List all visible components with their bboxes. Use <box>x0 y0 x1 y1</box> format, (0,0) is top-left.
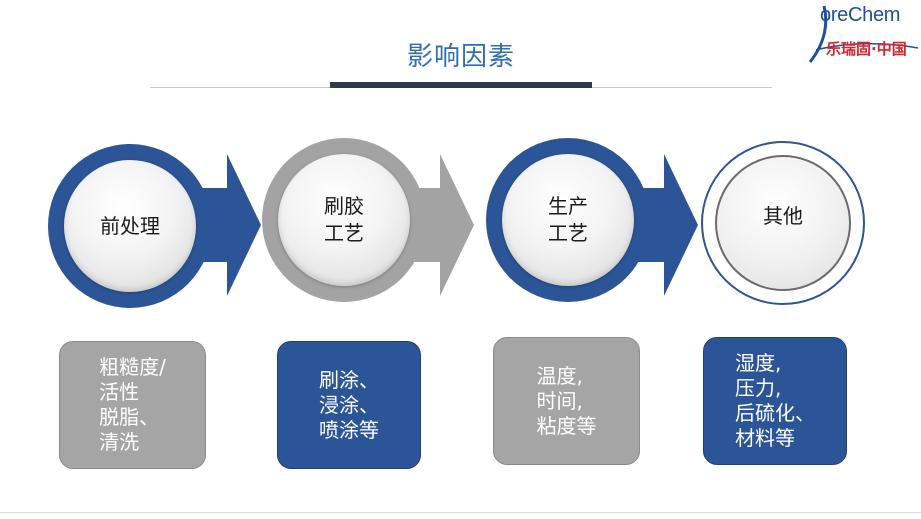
step-production-inner: 生产 工艺 <box>502 154 634 286</box>
step-other-label: 其他 <box>763 203 803 228</box>
step-brushing-process: 刷胶 工艺 <box>262 138 426 302</box>
step-production-label-line1: 生产 <box>548 194 588 218</box>
logo-chinese-name: 乐瑞固·中国 <box>826 40 907 58</box>
slide-title: 影响因素 <box>406 42 515 72</box>
step-brushing-inner: 刷胶 工艺 <box>278 154 410 286</box>
company-logo: oreChem 乐瑞固·中国 <box>806 2 921 68</box>
factor-box-brushing: 刷涂、 浸涂、 喷涂等 <box>277 341 421 469</box>
footer-divider <box>0 512 921 513</box>
factor-box-other-text: 湿度, 压力, 后硫化、 材料等 <box>735 351 815 450</box>
factor-box-other: 湿度, 压力, 后硫化、 材料等 <box>703 337 847 465</box>
step-brushing-label-line2: 工艺 <box>324 221 364 245</box>
factor-box-brushing-text: 刷涂、 浸涂、 喷涂等 <box>319 367 379 442</box>
factor-box-production: 温度, 时间, 粘度等 <box>493 337 640 465</box>
step-production-label-line2: 工艺 <box>548 221 588 245</box>
step-production-process: 生产 工艺 <box>486 138 650 302</box>
step-pretreatment: 前处理 <box>48 144 212 308</box>
factor-box-pretreatment-text: 粗糙度/ 活性 脱脂、 清洗 <box>99 355 166 454</box>
step-pretreatment-inner: 前处理 <box>64 160 196 292</box>
step-brushing-label-line1: 刷胶 <box>324 194 364 218</box>
step-other-inner: 其他 <box>715 155 851 291</box>
title-underline-bar <box>330 82 592 88</box>
step-other: 其他 <box>701 141 865 305</box>
step-pretreatment-label: 前处理 <box>100 213 160 238</box>
factor-box-pretreatment: 粗糙度/ 活性 脱脂、 清洗 <box>59 341 206 469</box>
logo-english-name: oreChem <box>820 4 901 26</box>
logo-swoosh-icon <box>808 5 919 63</box>
factor-box-production-text: 温度, 时间, 粘度等 <box>536 363 597 438</box>
